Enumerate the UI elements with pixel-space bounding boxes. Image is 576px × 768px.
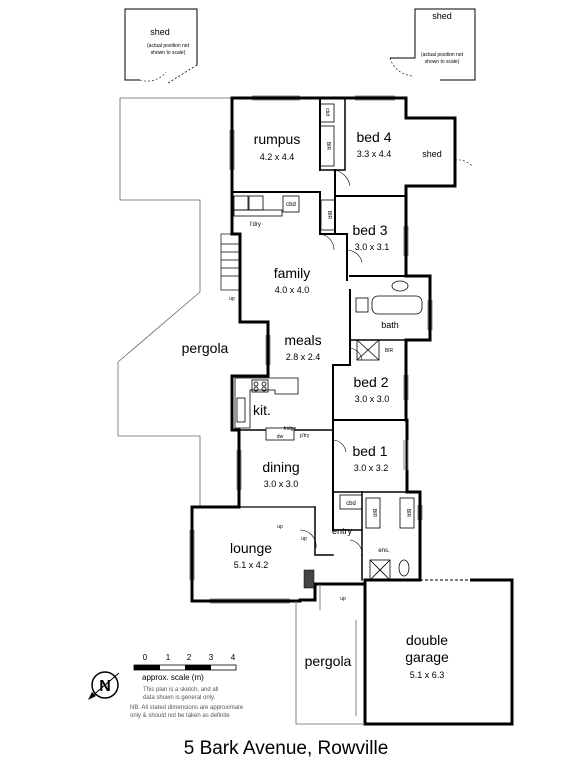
pergola-side-label: pergola [182, 340, 229, 356]
room-name-bed4: bed 4 [356, 129, 391, 145]
room-dims-rumpus: 4.2 x 4.4 [260, 152, 295, 162]
ensuite-fixtures [398, 559, 410, 577]
room-name-dining: dining [262, 459, 299, 475]
room-name-bed3: bed 3 [352, 222, 387, 238]
fireplace [303, 569, 315, 589]
up-label-lounge: up [301, 536, 307, 542]
bir-label-bed1-a: BIR [371, 509, 377, 518]
shed-left: shed (actual position not shown to scale… [124, 8, 198, 84]
house-walls [190, 96, 457, 603]
pergola-side-outline [117, 97, 232, 508]
room-name-family: family [274, 265, 311, 281]
room-dims-lounge: 5.1 x 4.2 [234, 560, 269, 570]
room-dims-bed3: 3.0 x 3.1 [355, 242, 390, 252]
scale-tick-0: 0 [143, 653, 148, 662]
shed-attached-label: shed [422, 149, 442, 159]
shed-left-note-1: (actual position not [147, 43, 190, 49]
room-name-bed1: bed 1 [352, 443, 387, 459]
bir-label-bed4: BIR [325, 142, 331, 151]
stairs [220, 233, 242, 291]
cbd-label-bed4: cbd [324, 108, 330, 116]
doors [299, 169, 363, 553]
scale-tick-1: 1 [166, 653, 171, 662]
front-pergola-outline [295, 584, 365, 725]
kitchen-fixtures [234, 377, 299, 441]
shed-right-note-1: (actual position not [421, 52, 464, 58]
scale-tick-2: 2 [187, 653, 192, 662]
room-dims-bed4: 3.3 x 4.4 [357, 149, 392, 159]
laundry-fixtures [233, 195, 283, 217]
room-name-garage-2: garage [405, 649, 449, 665]
garage-walls [363, 578, 514, 726]
room-dims-meals: 2.8 x 2.4 [286, 352, 321, 362]
room-name-bed2: bed 2 [353, 374, 388, 390]
scale-tick-4: 4 [231, 653, 236, 662]
note-line-3: NB. All stated dimensions are approximat… [130, 705, 244, 711]
stairs-up-label: up [229, 296, 235, 302]
entry-label: entry [332, 526, 353, 536]
bir-label-bed2: BIR [385, 348, 394, 354]
room-name-meals: meals [284, 332, 321, 348]
pergola-front-label: pergola [305, 653, 352, 669]
windows [189, 95, 433, 604]
scale-label: approx. scale (m) [142, 673, 204, 682]
shed-right: shed (actual position not shown to scale… [389, 8, 476, 81]
room-dims-bed2: 3.0 x 3.0 [355, 394, 390, 404]
laundry-label: l'dry [250, 222, 261, 228]
room-name-garage-1: double [406, 632, 448, 648]
room-dims-dining: 3.0 x 3.0 [264, 479, 299, 489]
shed-right-note-2: shown to scale) [425, 59, 460, 65]
room-name-rumpus: rumpus [254, 131, 301, 147]
pantry-label: p'try [300, 433, 310, 439]
ensuite-label: ens. [378, 548, 390, 554]
note-line-4: only & should not be taken as definite [130, 713, 230, 719]
room-dims-family: 4.0 x 4.0 [275, 285, 310, 295]
page-title: 5 Bark Avenue, Rowville [184, 738, 389, 759]
note-line-1: This plan is a sketch, and all [143, 687, 218, 693]
shed-attached: shed [422, 149, 473, 167]
scale-tick-3: 3 [209, 653, 214, 662]
up-label-entry: up [340, 596, 346, 602]
room-dims-bed1: 3.0 x 3.2 [354, 463, 389, 473]
shed-right-label: shed [432, 11, 452, 21]
note-line-2: data shown is general only. [143, 695, 216, 701]
bir-label-bed3: BIR [326, 211, 332, 220]
kitchen-label: kit. [253, 402, 271, 418]
shed-left-note-2: shown to scale) [151, 50, 186, 56]
up-label-dining: up [277, 524, 283, 530]
north-compass [88, 671, 120, 700]
bath-fixtures [355, 280, 423, 315]
bath-label: bath [381, 320, 399, 330]
room-name-lounge: lounge [230, 540, 272, 556]
shed-left-label: shed [150, 27, 170, 37]
bir-label-bed1-b: BIR [405, 509, 411, 518]
built-in-robes [282, 103, 415, 581]
cbd-label-entry: cbd [346, 501, 356, 507]
scale-bar [133, 664, 237, 671]
fridge-label: fridge [284, 426, 297, 432]
dw-label: dw [277, 434, 284, 440]
room-dims-garage: 5.1 x 6.3 [410, 670, 445, 680]
cbd-label-laundry: cbd [286, 202, 296, 208]
compass-letter: N [99, 678, 111, 695]
